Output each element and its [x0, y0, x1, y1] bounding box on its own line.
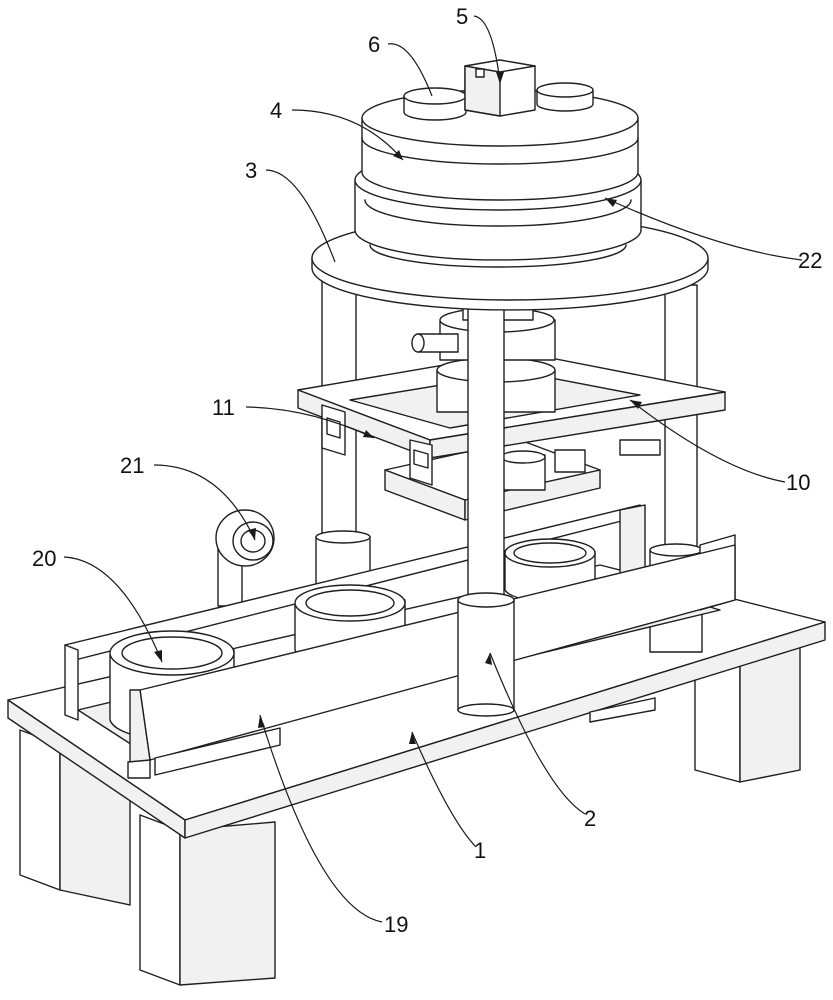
- callout-21: 21: [120, 453, 144, 478]
- callout-2: 2: [584, 806, 596, 831]
- callout-6: 6: [368, 32, 380, 57]
- callout-22: 22: [798, 248, 822, 273]
- callout-1: 1: [474, 838, 486, 863]
- callout-3: 3: [245, 158, 257, 183]
- trough-front-wall: [127, 544, 736, 779]
- top-fittings: [403, 59, 594, 121]
- leader-lines: [63, 15, 803, 923]
- callout-20: 20: [32, 546, 56, 571]
- callout-11: 11: [212, 395, 235, 420]
- callout-labels: 5 6 4 3 22 11 10 21 20 2 1 19: [32, 4, 822, 937]
- callout-10: 10: [786, 470, 810, 495]
- front-pillars: [457, 289, 515, 717]
- rotary-drum: [354, 89, 642, 268]
- callout-5: 5: [456, 4, 468, 29]
- callout-4: 4: [270, 98, 282, 123]
- callout-19: 19: [384, 912, 408, 937]
- sensor-post: [215, 509, 275, 607]
